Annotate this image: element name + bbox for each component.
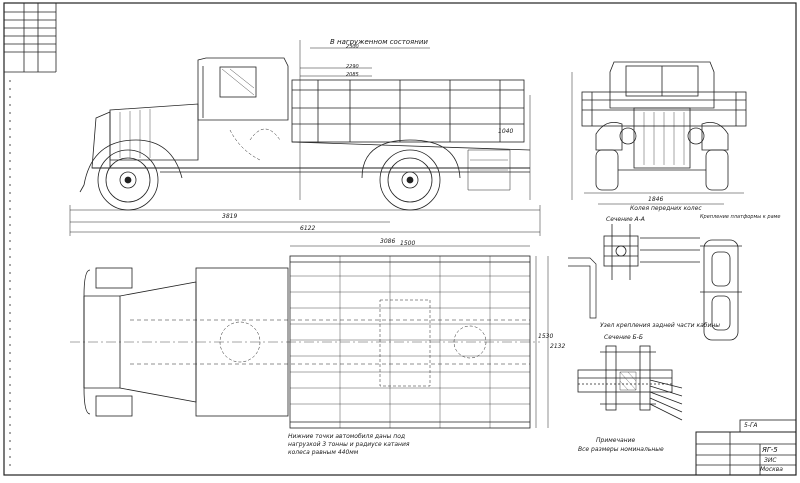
plan-dimension-lines [290, 245, 549, 428]
front-left-wheel-plan [95, 267, 133, 289]
hood-plan [119, 281, 197, 403]
dim-6122: 6122 [300, 225, 316, 232]
plan-view-truck [70, 255, 540, 429]
title-block-frame [695, 419, 797, 476]
title-city: Москва [760, 466, 783, 473]
front-wheel-track-label: Колея передних колес [630, 205, 702, 212]
section-bb-detail [577, 345, 683, 421]
bracket-outline [703, 239, 739, 341]
dim-1846: 1846 [648, 196, 664, 203]
cab-window [219, 66, 257, 98]
title-code: 5-ГА [744, 422, 758, 429]
radiator-grille [633, 107, 691, 169]
dim-2300: 2300 [346, 44, 359, 50]
side-dimension-lines [69, 40, 541, 236]
bolt-left [605, 345, 617, 411]
section-aa-block [603, 235, 639, 267]
dim-1530: 1530 [538, 333, 554, 340]
bottom-note-line-3: колеса равным 440мм [288, 449, 359, 456]
front-left-tire [595, 149, 619, 191]
front-view-truck [571, 61, 747, 205]
title-model: ЯГ-5 [762, 446, 778, 454]
bottom-note-line-1: Нижние точки автомобиля даны под [288, 433, 406, 440]
bolt-right [639, 345, 651, 411]
remark-text: Все размеры номинальные [578, 446, 664, 453]
front-right-tire [705, 149, 729, 191]
dim-2132: 2132 [550, 343, 566, 350]
section-bb-beam [577, 369, 673, 393]
sheet-border [3, 2, 797, 476]
dim-2290: 2290 [346, 64, 359, 70]
cargo-bed [291, 79, 525, 143]
dim-1500: 1500 [400, 240, 416, 247]
side-view-truck [70, 57, 540, 211]
dim-2085: 2085 [346, 72, 359, 78]
dim-1040: 1040 [498, 128, 514, 135]
platform-mount-label: Узел крепления задней части кабины [600, 322, 721, 329]
front-cab [609, 61, 715, 109]
bracket-detail [700, 239, 742, 341]
dim-3086: 3086 [380, 238, 396, 245]
right-headlight [687, 127, 705, 145]
hood [109, 103, 199, 161]
section-bb-label: Сечение Б-Б [604, 334, 643, 341]
bottom-note-line-2: нагрузкой 3 тонны и радиусе катания [288, 441, 410, 448]
load-note-label: В нагруженном состоянии [330, 38, 428, 46]
front-fender [83, 139, 183, 186]
remark-title: Примечание [596, 437, 636, 444]
left-headlight [619, 127, 637, 145]
section-aa-detail [568, 224, 700, 319]
front-right-wheel-plan [95, 395, 133, 417]
rear-fender [361, 139, 461, 179]
title-company: ЗИС [764, 457, 777, 464]
bracket-note-label: Крепление платформы к раме [700, 214, 781, 220]
section-aa-label: Сечение А-А [606, 216, 645, 223]
dim-3819: 3819 [222, 213, 238, 220]
